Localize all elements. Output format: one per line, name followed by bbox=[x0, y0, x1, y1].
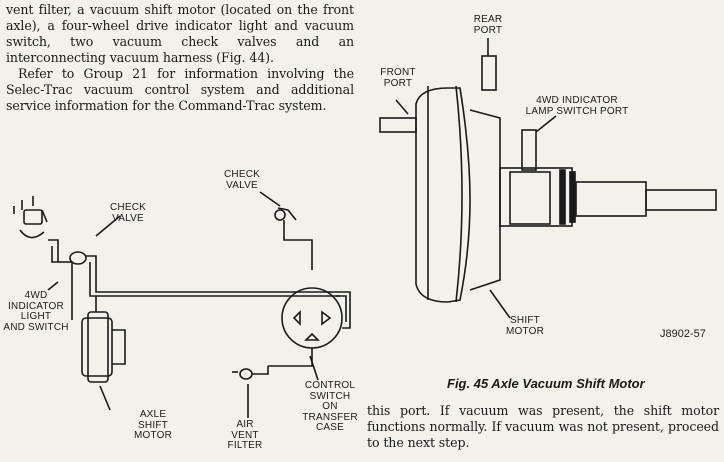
fig44-diagram bbox=[13, 191, 351, 418]
label-air-vent-filter: AIR VENT FILTER bbox=[227, 419, 263, 451]
label-control-switch: CONTROL SWITCH ON TRANSFER CASE bbox=[302, 380, 358, 433]
paragraph-2: Refer to Group 21 for information involv… bbox=[6, 66, 354, 113]
label-check-valve-top: CHECK VALVE bbox=[223, 169, 260, 191]
figure-caption: Fig. 45 Axle Vacuum Shift Motor bbox=[447, 376, 645, 391]
label-rear-port: REAR PORT bbox=[473, 14, 503, 36]
figure-id: J8902-57 bbox=[660, 328, 706, 340]
label-4wd-indicator: 4WD INDICATOR LIGHT AND SWITCH bbox=[3, 290, 69, 333]
left-column-text: vent filter, a vacuum shift motor (locat… bbox=[6, 2, 354, 114]
label-axle-shift-motor: AXLE SHIFT MOTOR bbox=[133, 409, 173, 441]
paragraph-1: vent filter, a vacuum shift motor (locat… bbox=[6, 2, 354, 65]
label-indicator-lamp-port: 4WD INDICATOR LAMP SWITCH PORT bbox=[525, 95, 629, 117]
label-shift-motor: SHIFT MOTOR bbox=[505, 315, 545, 337]
fig45-diagram bbox=[379, 38, 717, 319]
label-front-port: FRONT PORT bbox=[380, 67, 416, 89]
label-check-valve-left: CHECK VALVE bbox=[109, 202, 146, 224]
paragraph-3: this port. If vacuum was present, the sh… bbox=[367, 403, 719, 450]
right-column-text: this port. If vacuum was present, the sh… bbox=[367, 403, 719, 451]
